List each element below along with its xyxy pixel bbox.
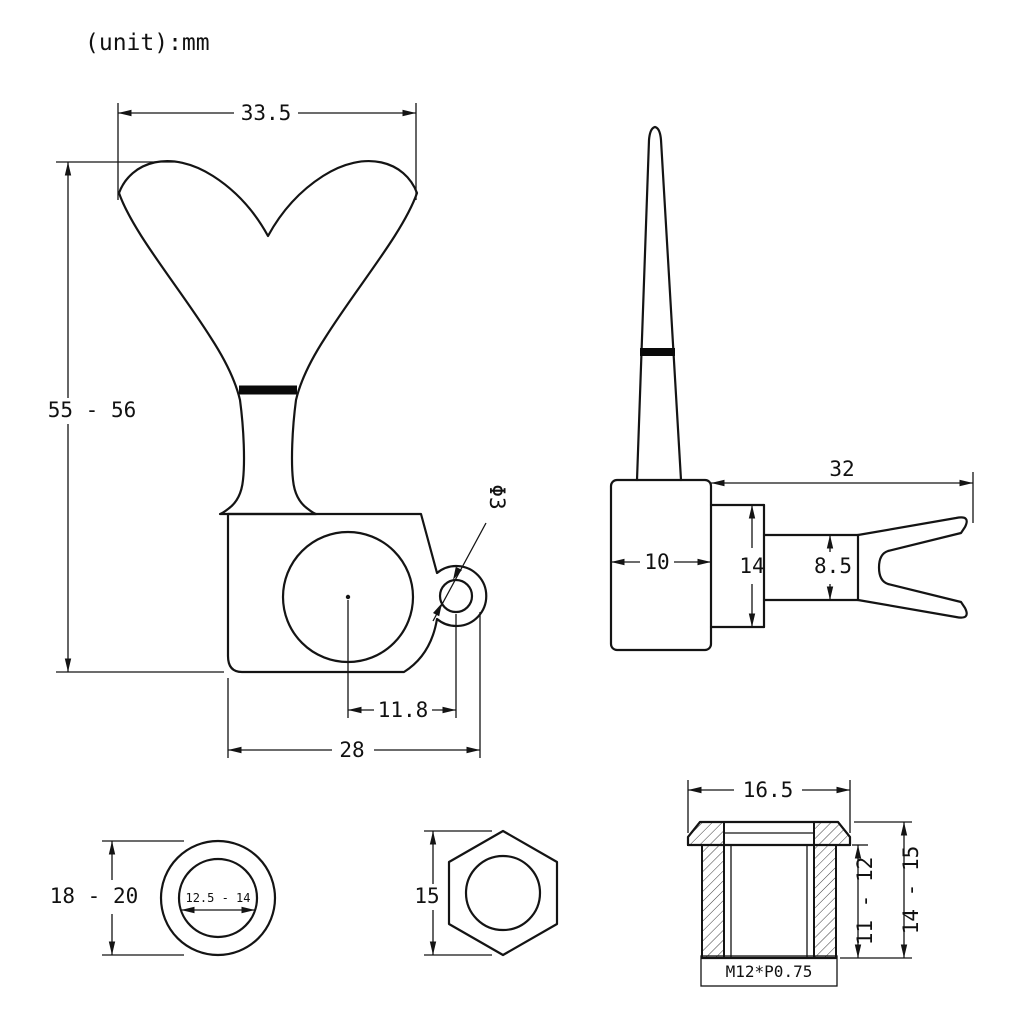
unit-label: (unit):mm [85, 30, 210, 56]
dim-text-washer-outer: 18 - 20 [50, 884, 139, 908]
dim-washer-outer-diameter: 18 - 20 [50, 840, 184, 956]
thread-spec-box [700, 955, 838, 987]
dim-text-bushing-overall: 14 - 15 [899, 846, 923, 935]
nut-view: 15 [414, 829, 559, 957]
dim-overall-depth: 32 [711, 457, 974, 523]
dim-text-screw-offset: 11.8 [378, 698, 429, 722]
dim-housing-depth: 10 [611, 550, 711, 574]
dim-housing-height: 14 [739, 505, 765, 627]
bushing-flange-outline [686, 820, 852, 847]
side-view: 10 14 8.5 32 [609, 125, 974, 652]
leader-arrow [433, 603, 442, 617]
dim-overall-height: 55 - 56 [48, 161, 224, 673]
washer-view: 18 - 20 12.5 - 14 [50, 839, 277, 957]
dim-bushing-overall-length: 14 - 15 [854, 821, 923, 958]
dim-text-thread-length: 11 - 12 [853, 857, 877, 946]
nut-hole-circle [464, 854, 542, 932]
dim-flange-diameter: 16.5 [687, 778, 851, 833]
front-view: 33.5 55 - 56 11.8 28 [48, 101, 509, 762]
dim-text-washer-inner: 12.5 - 14 [185, 891, 250, 905]
dim-text-housing-depth: 10 [644, 550, 669, 574]
bushing-view: 16.5 11 - 12 14 - 15 M12*P0.75 [686, 778, 923, 987]
dim-text-overall-depth: 32 [829, 457, 854, 481]
screw-circle [438, 578, 474, 614]
dim-text-button-width: 33.5 [241, 101, 292, 125]
string-post-fork [856, 516, 968, 619]
string-post [762, 533, 860, 602]
dim-button-width: 33.5 [117, 101, 417, 200]
bushing-flange-left-hatch [687, 821, 725, 846]
dim-text-nut-size: 15 [414, 884, 439, 908]
dim-screw-offset: 11.8 [347, 600, 457, 722]
bushing-flange-right-hatch [813, 821, 851, 846]
dim-post-diameter: 8.5 [814, 535, 852, 600]
leader-arrow [453, 566, 462, 580]
side-button-outline [635, 125, 683, 482]
bushing-right-wall-hatch [813, 844, 837, 959]
thread-spec-label: M12*P0.75 [700, 955, 838, 987]
nut-hexagon [447, 829, 559, 957]
gear-center-dot [345, 594, 351, 600]
thread-spec-text: M12*P0.75 [726, 962, 813, 981]
dim-text-flange-diameter: 16.5 [743, 778, 794, 802]
washer-inner-circle [177, 857, 259, 939]
dim-washer-inner-diameter: 12.5 - 14 [181, 891, 255, 914]
dim-text-screw-diameter: Φ3 [485, 484, 509, 509]
bushing-left-wall-hatch [701, 844, 725, 959]
dim-screw-diameter: Φ3 [432, 484, 509, 622]
tuner-button-outline [117, 160, 419, 516]
dim-text-post-diameter: 8.5 [814, 554, 852, 578]
washer-outer-circle [159, 839, 277, 957]
dim-body-width: 28 [227, 612, 481, 762]
dim-nut-across-flats: 15 [414, 830, 492, 956]
dim-thread-length: 11 - 12 [840, 844, 912, 959]
dim-text-overall-height: 55 - 56 [48, 398, 137, 422]
dim-text-housing-height: 14 [739, 554, 764, 578]
dim-text-body-width: 28 [339, 738, 364, 762]
